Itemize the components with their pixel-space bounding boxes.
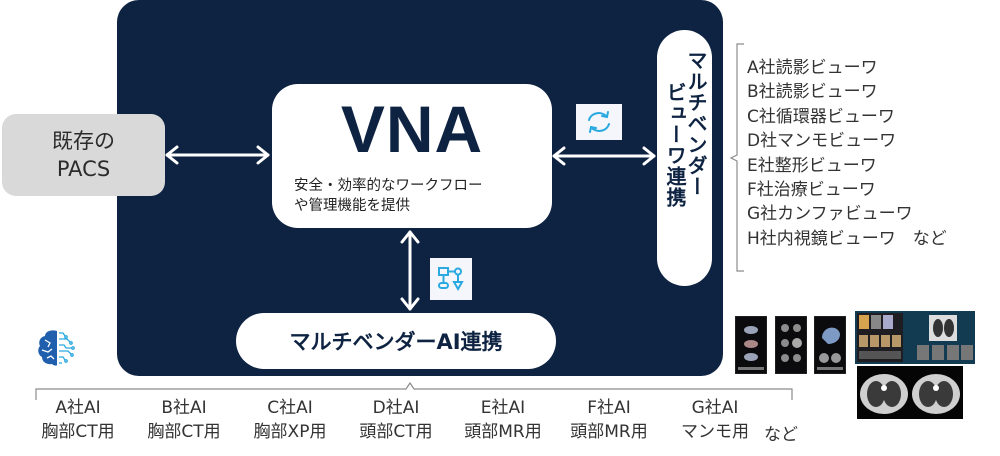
vna-description: 安全・効率的なワークフロー や管理機能を提供 (294, 176, 544, 216)
viewer-item: E社整形ビューワ (747, 155, 877, 176)
viewer-item: A社読影ビューワ (747, 58, 878, 78)
vna-desc-line2: や管理機能を提供 (294, 198, 410, 214)
ai-vendor-item: D社AI 頭部CT用 (346, 396, 446, 444)
ai-vendor-name: E社AI (480, 398, 526, 418)
workflow-icon (438, 267, 464, 292)
ai-vendor-name: B社AI (161, 398, 207, 418)
viewer-integration-line1: マルチベンダー (684, 50, 708, 197)
multivendor-ai-integration: マルチベンダーAI連携 (236, 313, 556, 369)
ai-vendor-use: 胸部CT用 (41, 422, 115, 442)
existing-pacs-box: 既存の PACS (2, 114, 165, 196)
pacs-label-line2: PACS (56, 157, 111, 181)
sync-icon (588, 111, 610, 133)
ai-vendor-name: F社AI (587, 398, 631, 418)
ai-vendor-use: 胸部CT用 (147, 422, 221, 442)
ai-vendor-use: 頭部MR用 (570, 422, 648, 442)
viewer-item: B社読影ビューワ (747, 82, 878, 103)
lung-viewer-screen (855, 311, 975, 364)
ai-vendor-bracket (35, 381, 793, 400)
vna-desc-line1: 安全・効率的なワークフロー (294, 178, 483, 194)
brain-mr-thumbnail (775, 316, 807, 374)
ai-vendor-item: C社AI 胸部XP用 (240, 396, 340, 444)
ai-vendor-use: マンモ用 (681, 422, 749, 442)
ai-integration-label: マルチベンダーAI連携 (289, 330, 503, 354)
ai-vendor-item: A社AI 胸部CT用 (28, 396, 128, 444)
ai-vendor-use: 胸部XP用 (253, 422, 327, 442)
viewer-integration-line2: ビューワ連携 (663, 82, 687, 208)
viewer-item: H社内視鏡ビューワ など (747, 228, 947, 249)
ai-vendor-item: F社AI 頭部MR用 (559, 396, 659, 444)
chest-ct-axial (857, 366, 963, 419)
workflow-badge (430, 258, 472, 300)
viewer-item: D社マンモビューワ (747, 131, 897, 152)
ai-vendors-etc: など (764, 425, 798, 445)
sync-badge (576, 104, 622, 140)
viewer-list-bracket (729, 43, 744, 272)
ai-vendor-item: B社AI 胸部CT用 (134, 396, 234, 444)
pacs-label-line1: 既存の (52, 129, 115, 153)
pacs-vna-arrow (165, 145, 270, 165)
ai-vendor-name: G社AI (691, 398, 739, 418)
vna-ai-arrow (400, 230, 420, 311)
ai-vendor-name: D社AI (372, 398, 420, 418)
ai-vendor-use: 頭部CT用 (359, 422, 433, 442)
multivendor-viewer-integration: マルチベンダー ビューワ連携 (657, 30, 712, 286)
viewer-item: C社循環器ビューワ (747, 106, 895, 127)
head-mr-thumbnail (814, 316, 846, 374)
ai-vendor-use: 頭部MR用 (464, 422, 542, 442)
viewer-item: F社治療ビューワ (747, 180, 876, 201)
viewer-item: G社カンファビューワ (747, 204, 913, 225)
vna-box: VNA 安全・効率的なワークフロー や管理機能を提供 (272, 84, 552, 228)
ai-vendor-item: G社AI マンモ用 (665, 396, 765, 444)
head-ct-thumbnail (735, 316, 767, 374)
ai-vendor-name: A社AI (55, 398, 101, 418)
ai-vendor-name: C社AI (267, 398, 313, 418)
vna-viewer-arrow (552, 146, 656, 166)
viewer-list: A社読影ビューワ B社読影ビューワ C社循環器ビューワ D社マンモビューワ E社… (747, 56, 947, 251)
ai-vendor-item: E社AI 頭部MR用 (453, 396, 553, 444)
ai-brain-icon (38, 330, 75, 366)
vna-title: VNA (340, 92, 484, 166)
